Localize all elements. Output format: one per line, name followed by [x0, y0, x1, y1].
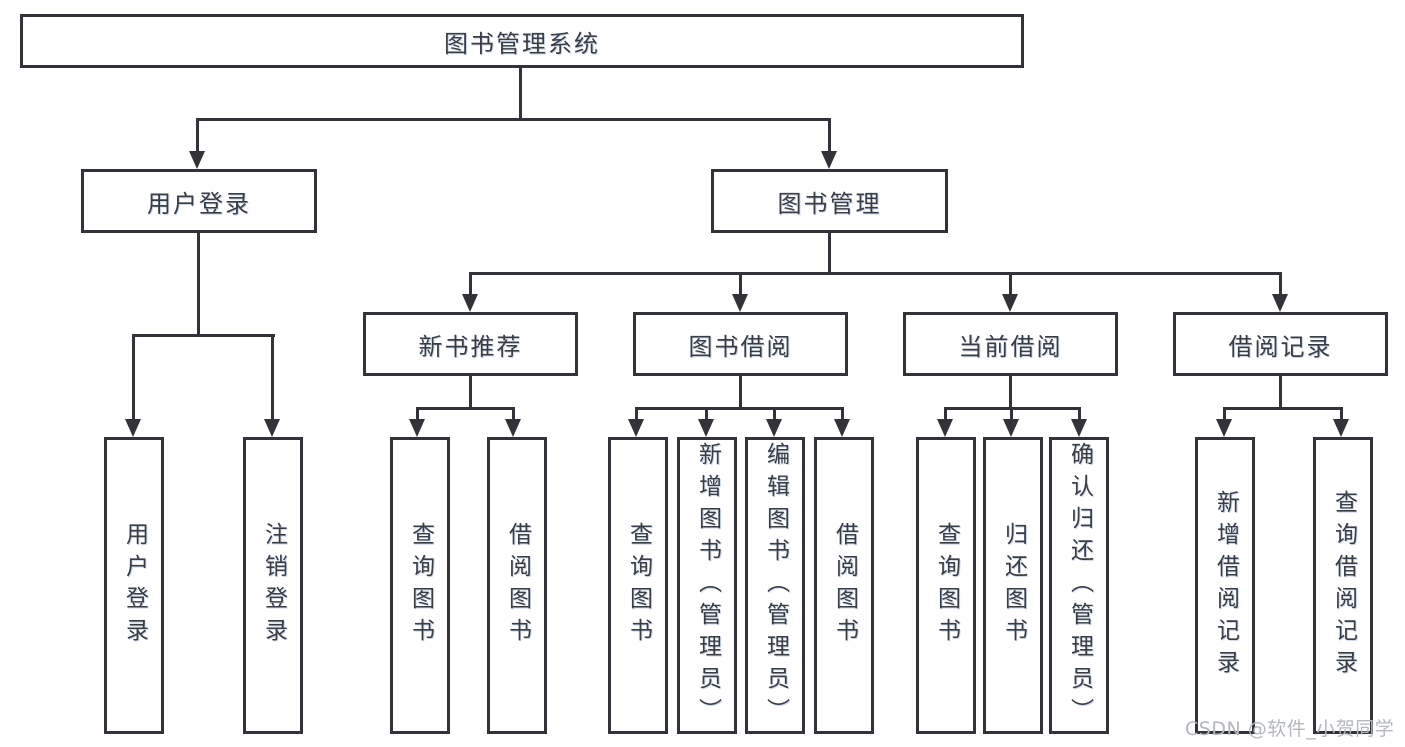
- connector-line: [132, 334, 275, 337]
- leaf-return-books: 归还图书: [983, 437, 1043, 734]
- connector-line: [512, 407, 515, 421]
- leaf-query-books-borrowing: 查询图书: [608, 437, 668, 734]
- connector-line: [271, 334, 274, 420]
- connector-line: [132, 334, 135, 420]
- leaf-add-borrow-record: 新增借阅记录: [1195, 437, 1255, 734]
- leaf-add-books-admin: 新增图书（管理员）: [677, 437, 737, 734]
- node-label: 当前借阅: [958, 332, 1063, 361]
- connector-arrowhead: [1333, 419, 1349, 437]
- csdn-watermark: CSDN @软件_小贺同学: [1185, 718, 1395, 740]
- leaf-user-login: 用户登录: [104, 437, 164, 734]
- leaf-edit-books-admin: 编辑图书（管理员）: [745, 437, 805, 734]
- connector-arrowhead: [1071, 419, 1087, 437]
- leaf-query-books-current: 查询图书: [916, 437, 976, 734]
- connector-line: [196, 118, 831, 121]
- leaf-borrow-books-borrowing: 借阅图书: [814, 437, 874, 734]
- connector-line: [773, 407, 776, 421]
- connector-line: [1223, 407, 1226, 421]
- connector-arrowhead: [409, 419, 425, 437]
- connector-line: [828, 230, 831, 275]
- node-label: 图书管理系统: [444, 29, 600, 58]
- node-label: 用户登录: [147, 189, 251, 218]
- connector-arrowhead: [125, 419, 141, 437]
- node-label: 新增借阅记录: [1212, 489, 1239, 682]
- connector-line: [635, 407, 844, 410]
- node-current-borrowing: 当前借阅: [903, 312, 1118, 376]
- connector-arrowhead: [1003, 419, 1019, 437]
- node-label: 借阅图书: [504, 521, 531, 650]
- connector-line: [944, 407, 947, 421]
- connector-line: [739, 272, 742, 296]
- node-label: 编辑图书（管理员）: [762, 441, 789, 730]
- node-label: 图书借阅: [688, 332, 793, 361]
- connector-line: [841, 407, 844, 421]
- leaf-confirm-return-admin: 确认归还（管理员）: [1049, 437, 1109, 734]
- connector-line: [469, 373, 472, 410]
- connector-arrowhead: [821, 151, 837, 169]
- connector-line: [519, 66, 522, 120]
- connector-line: [705, 407, 708, 421]
- connector-line: [739, 373, 742, 410]
- node-label: 注销登录: [260, 521, 287, 650]
- connector-line: [1279, 272, 1282, 296]
- node-book-management: 图书管理: [711, 169, 948, 233]
- node-user-login: 用户登录: [81, 169, 317, 233]
- node-library-management-system: 图书管理系统: [20, 14, 1024, 68]
- connector-line: [469, 272, 1282, 275]
- connector-line: [635, 407, 638, 421]
- connector-line: [197, 230, 200, 337]
- node-new-book-recommendation: 新书推荐: [363, 312, 578, 376]
- node-book-borrowing: 图书借阅: [633, 312, 848, 376]
- connector-line: [1340, 407, 1343, 421]
- connector-arrowhead: [698, 419, 714, 437]
- connector-line: [1010, 407, 1013, 421]
- connector-line: [416, 407, 515, 410]
- connector-arrowhead: [766, 419, 782, 437]
- connector-line: [196, 118, 199, 154]
- connector-line: [1078, 407, 1081, 421]
- connector-arrowhead: [628, 419, 644, 437]
- leaf-borrow-books-recommendation: 借阅图书: [487, 437, 547, 734]
- node-label: 借阅记录: [1228, 332, 1333, 361]
- node-label: 图书管理: [777, 189, 882, 218]
- node-label: 查询借阅记录: [1330, 489, 1357, 682]
- connector-line: [1009, 373, 1012, 410]
- leaf-logout: 注销登录: [243, 437, 303, 734]
- node-label: 查询图书: [933, 521, 960, 650]
- connector-arrowhead: [264, 419, 280, 437]
- connector-arrowhead: [1272, 294, 1288, 312]
- node-label: 确认归还（管理员）: [1066, 441, 1093, 730]
- node-label: 用户登录: [121, 521, 148, 650]
- connector-arrowhead: [732, 294, 748, 312]
- connector-line: [828, 118, 831, 154]
- connector-line: [1223, 407, 1343, 410]
- node-label: 借阅图书: [831, 521, 858, 650]
- connector-arrowhead: [462, 294, 478, 312]
- node-label: 新增图书（管理员）: [694, 441, 721, 730]
- node-label: 归还图书: [1000, 521, 1027, 650]
- node-borrowing-records: 借阅记录: [1173, 312, 1388, 376]
- connector-arrowhead: [937, 419, 953, 437]
- leaf-query-books-recommendation: 查询图书: [390, 437, 450, 734]
- node-label: 查询图书: [407, 521, 434, 650]
- connector-arrowhead: [1216, 419, 1232, 437]
- connector-arrowhead: [834, 419, 850, 437]
- connector-arrowhead: [1002, 294, 1018, 312]
- connector-line: [1009, 272, 1012, 296]
- connector-line: [1279, 373, 1282, 410]
- connector-line: [469, 272, 472, 296]
- leaf-query-borrow-record: 查询借阅记录: [1313, 437, 1373, 734]
- node-label: 新书推荐: [418, 332, 523, 361]
- node-label: 查询图书: [625, 521, 652, 650]
- connector-arrowhead: [505, 419, 521, 437]
- connector-arrowhead: [189, 151, 205, 169]
- connector-line: [416, 407, 419, 421]
